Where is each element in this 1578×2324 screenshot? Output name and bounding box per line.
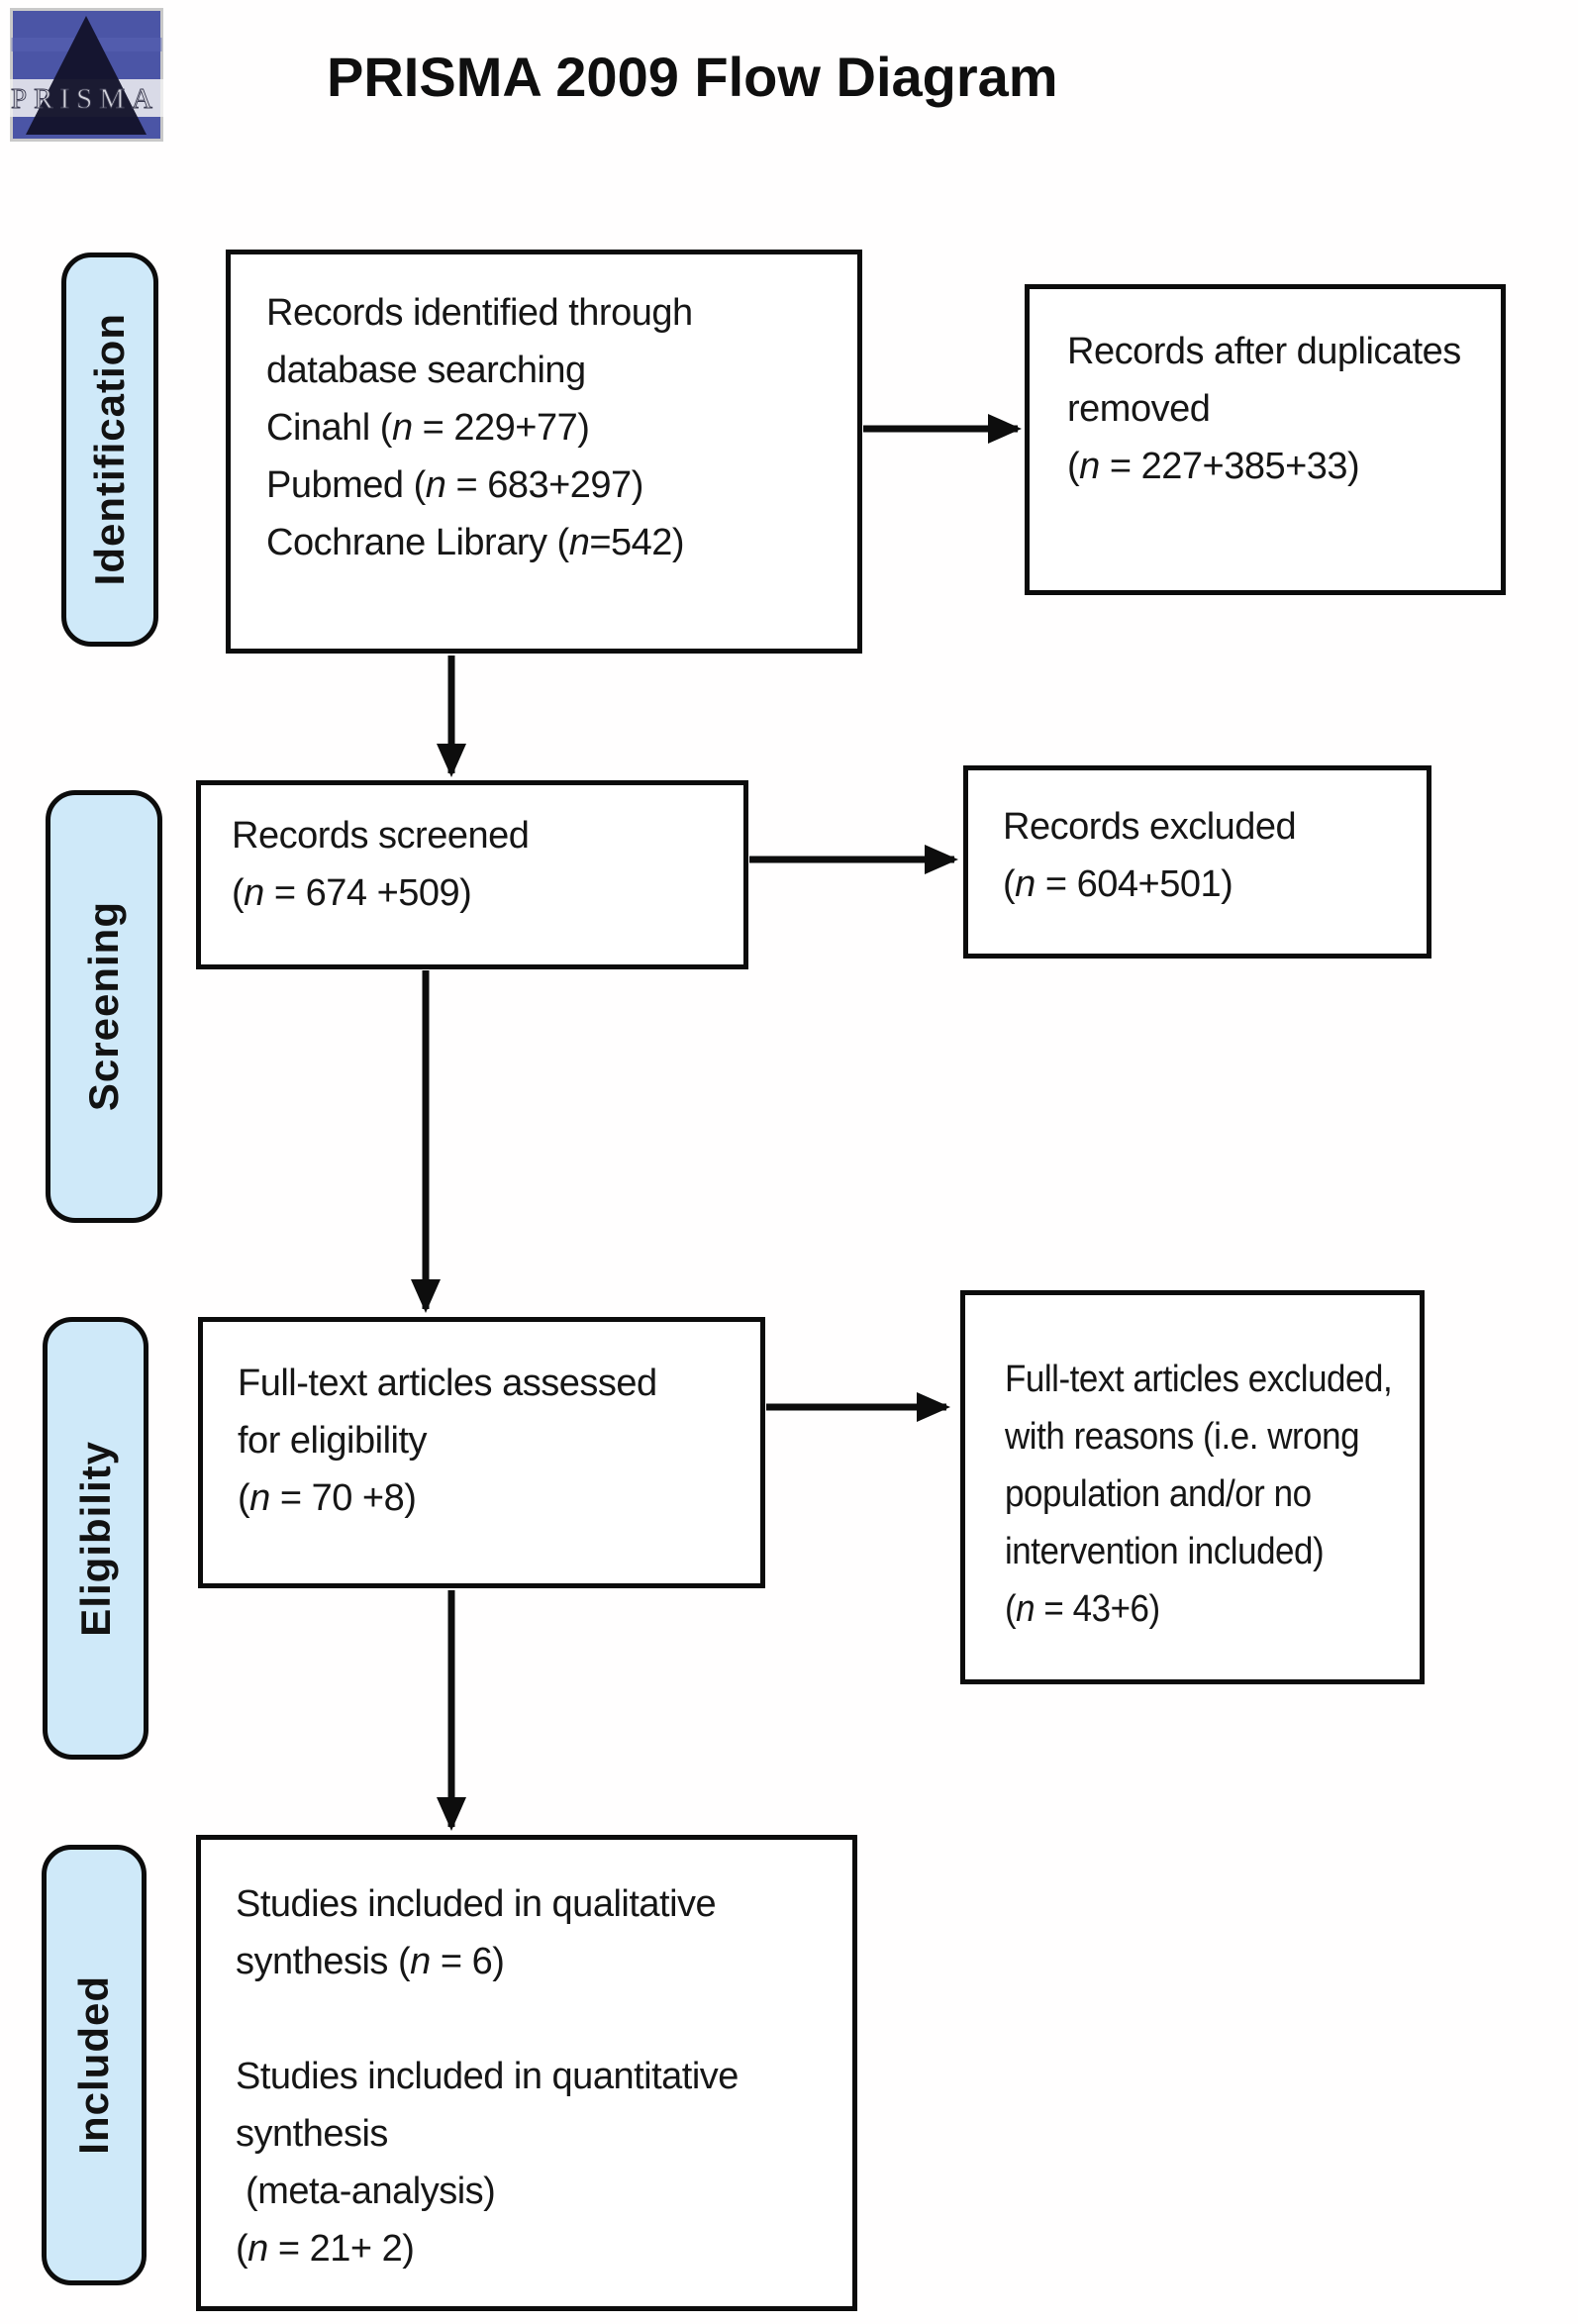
stage-label-eligibility: Eligibility [43,1317,148,1760]
stage-label-identification: Identification [61,253,158,647]
box-records-excluded: Records excluded(n = 604+501) [963,765,1431,959]
box-records-excluded-text: Records excluded(n = 604+501) [1003,806,1297,905]
stage-label-eligibility-text: Eligibility [71,1440,119,1637]
box-fulltext-excluded: Full-text articles excluded,with reasons… [960,1290,1425,1684]
page-title: PRISMA 2009 Flow Diagram [327,46,1058,108]
stage-label-included: Included [42,1845,147,2285]
prisma-logo: PRISMA [10,8,163,142]
stage-label-included-text: Included [70,1975,117,2155]
prisma-logo-text: PRISMA [11,83,159,115]
box-fulltext-excluded-text: Full-text articles excluded,with reasons… [1005,1359,1393,1630]
stage-label-screening: Screening [46,790,162,1223]
stage-label-identification-text: Identification [86,313,133,586]
stage-label-screening-text: Screening [80,901,127,1112]
box-records-screened-text: Records screened(n = 674 +509) [232,815,530,914]
prisma-logo-icon: PRISMA [10,8,163,142]
box-records-screened: Records screened(n = 674 +509) [196,780,748,969]
